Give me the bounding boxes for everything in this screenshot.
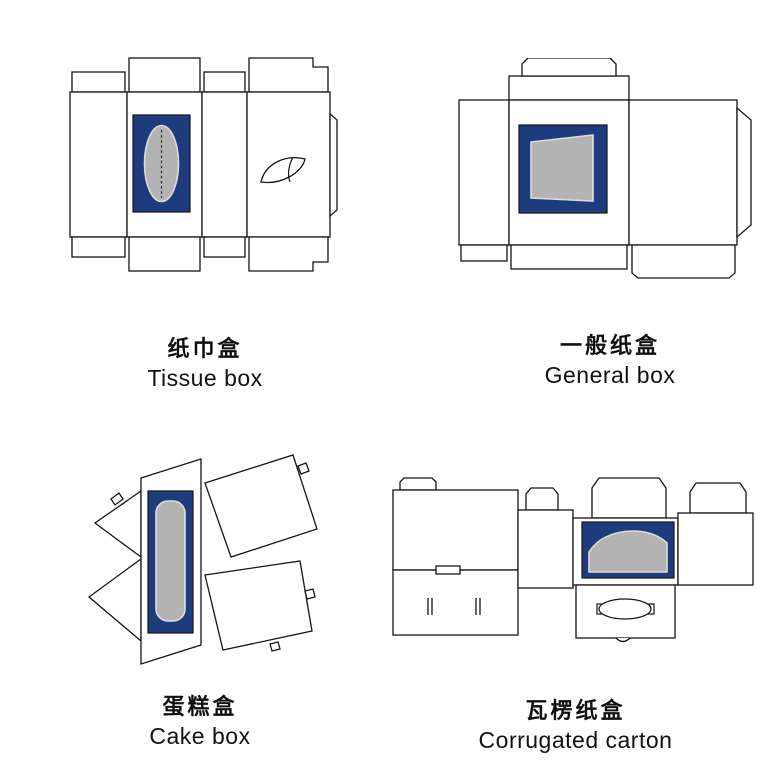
corrugated-carton-panels <box>392 477 754 643</box>
general-box-label-en: General box <box>544 362 676 389</box>
corrugated-carton-caption: 瓦楞纸盒 Corrugated carton <box>388 698 763 754</box>
corrugated-carton-label-en: Corrugated carton <box>478 727 673 754</box>
tissue-box-thumb-cut <box>260 157 306 184</box>
general-box-window <box>530 134 594 202</box>
cake-box-label-en: Cake box <box>149 723 251 750</box>
tissue-box-dieline <box>69 57 338 272</box>
corrugated-carton-handle-cutout <box>596 598 655 620</box>
general-box-panels <box>458 57 752 279</box>
cake-box-figure <box>55 433 345 688</box>
tissue-box-label-zh: 纸巾盒 <box>167 336 243 361</box>
cake-box-caption: 蛋糕盒 Cake box <box>55 694 345 750</box>
cake-box-window <box>155 500 186 622</box>
tissue-box-thumb-cut-fold <box>287 156 294 183</box>
corrugated-carton-window <box>588 530 668 573</box>
general-box-figure <box>452 57 762 283</box>
tissue-box-oval-window <box>143 124 180 203</box>
tissue-box-label-en: Tissue box <box>147 365 263 392</box>
general-box-dieline <box>458 57 752 279</box>
tissue-box-caption: 纸巾盒 Tissue box <box>65 336 345 392</box>
corrugated-carton-figure <box>388 468 763 648</box>
tissue-box-figure <box>65 52 345 287</box>
cake-box-panels <box>87 454 318 665</box>
general-box-label-zh: 一般纸盒 <box>559 333 660 358</box>
cake-box-dieline <box>87 454 318 665</box>
corrugated-carton-dieline <box>392 477 754 643</box>
corrugated-carton-label-zh: 瓦楞纸盒 <box>525 698 626 723</box>
cake-box-label-zh: 蛋糕盒 <box>162 694 238 719</box>
general-box-caption: 一般纸盒 General box <box>455 333 765 389</box>
